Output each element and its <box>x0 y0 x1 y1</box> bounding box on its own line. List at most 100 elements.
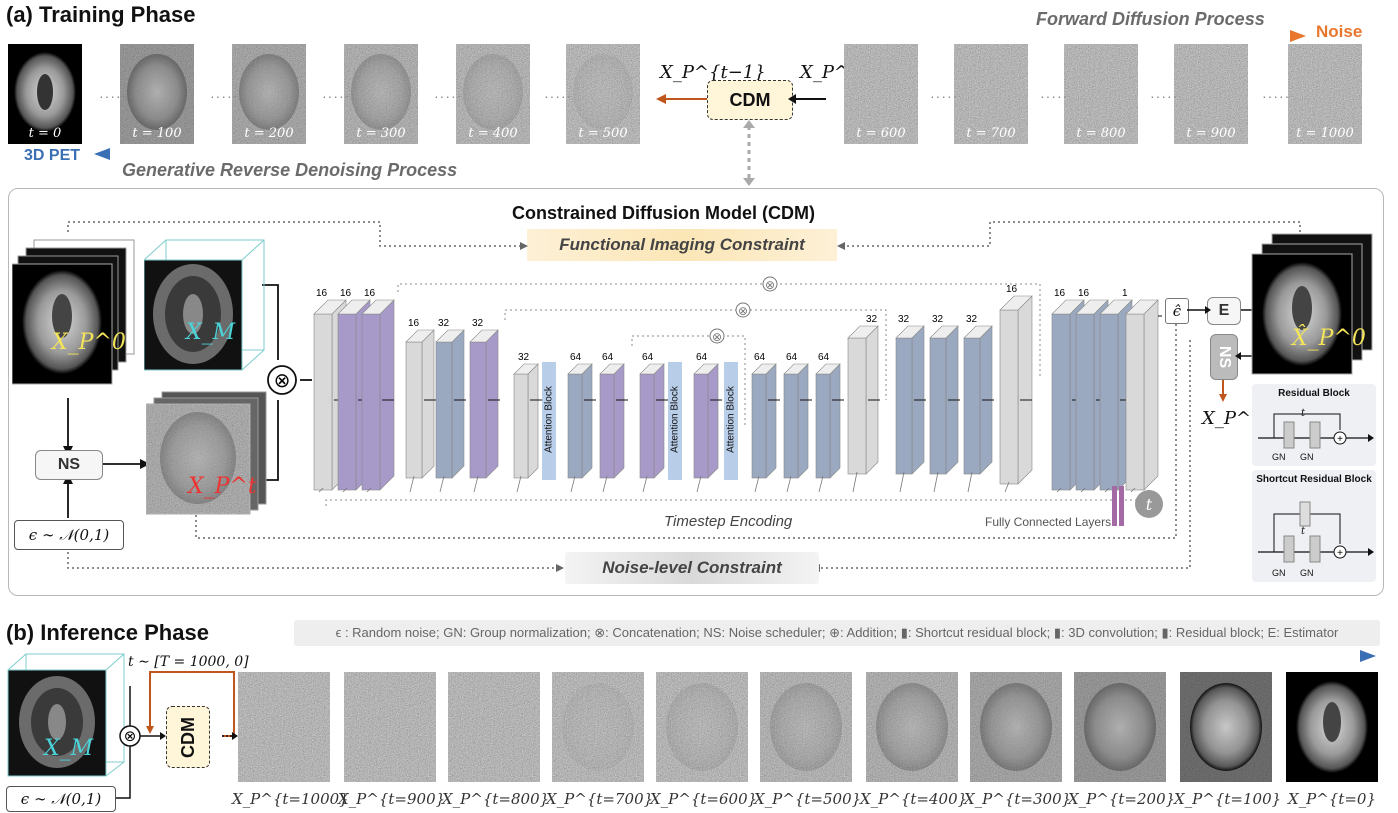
gn-label: GN <box>1272 452 1286 462</box>
timestep-arrow <box>1104 487 1110 493</box>
noise-label: Noise <box>1316 22 1363 41</box>
gn-label: GN <box>1300 568 1314 578</box>
unet-layer-block <box>999 295 1033 485</box>
timestep-arrow <box>1056 487 1062 493</box>
timestep-arrow <box>1130 487 1136 493</box>
inference-output-label: X_P^{t=600} <box>650 790 758 808</box>
training-slice-t300: t = 300 <box>344 44 418 144</box>
attention-block-label: Attention Block <box>669 386 681 453</box>
svg-text:⊗: ⊗ <box>738 304 748 318</box>
residual-t: t <box>1301 408 1306 419</box>
inference-slice <box>344 672 436 782</box>
channel-label: 64 <box>786 352 798 363</box>
fc-layers <box>1112 486 1126 526</box>
unet-layer-block <box>783 363 809 479</box>
channel-label: 16 <box>1054 288 1066 299</box>
inference-output-label: X_P^{t=300} <box>964 790 1072 808</box>
noise-level-constraint: Noise-level Constraint <box>565 552 819 584</box>
channel-label: 16 <box>408 318 420 329</box>
timestep-arrow <box>602 475 608 493</box>
timestep-label: t = 200 <box>244 126 294 141</box>
timestep-arrow <box>439 475 445 493</box>
functional-imaging-constraint: Functional Imaging Constraint <box>527 229 837 261</box>
input-pet-cube: X_P^0 <box>11 236 136 400</box>
attention-block-1 <box>542 362 556 480</box>
inference-slice <box>238 672 330 782</box>
training-slice-t500: t = 500 <box>566 44 640 144</box>
fully-connected-layers-label: Fully Connected Layers <box>985 515 1112 529</box>
inference-slice <box>448 672 540 782</box>
timestep-label: t = 400 <box>468 126 518 141</box>
inference-slice <box>1286 672 1378 782</box>
eps-hat-box: ϵ̂ <box>1165 298 1189 324</box>
shortcut-t: t <box>1301 526 1306 537</box>
timestep-arrow <box>967 471 973 493</box>
timestep-label: t = 900 <box>1186 126 1236 141</box>
timestep-label: t = 100 <box>132 126 182 141</box>
training-slice-t700: t = 700 <box>954 44 1028 144</box>
inference-slice <box>760 672 852 782</box>
ellipsis: ····· <box>1150 88 1179 104</box>
inference-epsilon-box: ϵ ∼ 𝒩(0,1) <box>6 786 116 812</box>
unet-layer-block <box>751 363 777 479</box>
attention-block-2 <box>668 362 682 480</box>
ellipsis: ····· <box>99 88 128 104</box>
timestep-arrow <box>409 475 415 493</box>
xp0-hat-label: X̂_P^0 <box>1292 326 1366 351</box>
timestep-t-circle: t <box>1135 490 1163 518</box>
channel-label: 32 <box>438 318 450 329</box>
attention-block-label: Attention Block <box>725 386 737 453</box>
channel-label: 32 <box>472 318 484 329</box>
xpt-input-label: X_P^t <box>188 474 257 499</box>
svg-text:⊗: ⊗ <box>124 727 137 745</box>
inference-connectors: ⊗ <box>116 650 1376 799</box>
output-pet-cube: X̂_P^0 <box>1248 232 1374 392</box>
ellipsis: ····· <box>210 88 239 104</box>
ellipsis: ····· <box>544 88 573 104</box>
input-noisy-cube: X_P^t <box>145 390 270 516</box>
channel-label: 64 <box>696 352 708 363</box>
reverse-denoising-arrow <box>94 148 1380 160</box>
ellipsis: ····· <box>1040 88 1069 104</box>
ns-box: NS <box>35 450 103 480</box>
svg-text:+: + <box>1337 548 1343 559</box>
inference-slice <box>1074 672 1166 782</box>
channel-label: 32 <box>518 352 530 363</box>
svg-text:⊗: ⊗ <box>274 368 291 392</box>
shortcut-residual-block-diagram: Shortcut Residual Block + t GN GN <box>1252 470 1376 582</box>
timestep-arrow <box>366 487 372 493</box>
inference-slice <box>656 672 748 782</box>
inference-cdm-label: CDM <box>177 716 198 758</box>
inference-slice <box>970 672 1062 782</box>
training-slice-t200: t = 200 <box>232 44 306 144</box>
timestep-label: t = 300 <box>356 126 406 141</box>
timestep-arrow <box>1080 487 1086 493</box>
channel-label: 16 <box>1006 284 1018 295</box>
inference-output-label: X_P^{t=0} <box>1287 790 1377 808</box>
timestep-label: t = 600 <box>856 126 906 141</box>
t-range-label: t ∼ [T = 1000, 0] <box>128 654 249 670</box>
training-slice-t1000: t = 1000 <box>1288 44 1362 144</box>
svg-text:⊗: ⊗ <box>712 330 722 344</box>
inference-output-label: X_P^{t=200} <box>1068 790 1176 808</box>
svg-text:+: + <box>1337 434 1343 445</box>
inference-output-label: X_P^{t=700} <box>546 790 654 808</box>
timestep-label: t = 700 <box>966 126 1016 141</box>
timestep-label: t = 0 <box>28 126 62 141</box>
epsilon-box: ϵ ∼ 𝒩(0,1) <box>14 520 124 550</box>
unet-layer-block <box>815 363 841 479</box>
forward-diffusion-label: Forward Diffusion Process <box>1036 9 1265 29</box>
attention-block-label: Attention Block <box>543 386 555 453</box>
unet-layer-block <box>693 363 719 479</box>
training-slice-t0: t = 0 <box>8 44 82 144</box>
unet-layer-block <box>639 363 665 479</box>
unet-layer-block <box>361 299 395 491</box>
channel-label: 64 <box>570 352 582 363</box>
timestep-arrow <box>696 475 702 493</box>
timestep-arrow <box>933 471 939 493</box>
channel-label: 64 <box>602 352 614 363</box>
training-slice-t600: t = 600 <box>844 44 918 144</box>
timestep-encoding-label: Timestep Encoding <box>664 513 793 530</box>
inference-output-label: X_P^{t=800} <box>442 790 550 808</box>
